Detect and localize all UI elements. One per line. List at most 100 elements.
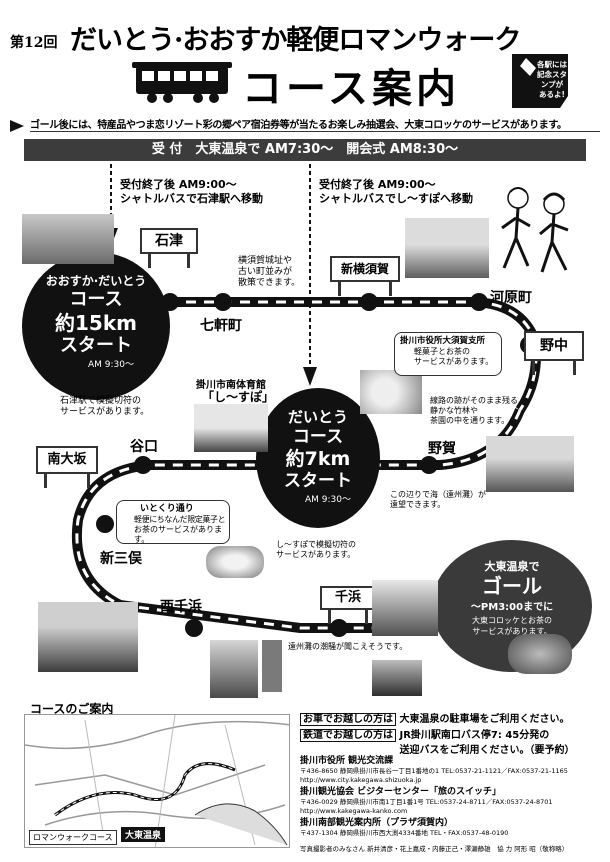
start-circle-7km: だいとう コース 約7km スタート AM 9:30～ (256, 388, 380, 528)
shuttle-left-line: 受付終了後 AM9:00～ (120, 178, 237, 191)
note-line: サービスがあります。 (60, 407, 150, 417)
note-line: この辺りで海（遠州灘）が (390, 490, 486, 499)
goal-title: ゴール (482, 574, 542, 598)
station-sign-ishizu: 石津 (140, 228, 198, 268)
page-subtitle: コース案内 (242, 66, 460, 112)
course-map: ロマンウォークコース 大東温泉 (24, 714, 290, 848)
note-line: 石津駅で模擬切符の (60, 396, 142, 406)
photo-dunes (372, 580, 438, 636)
note-line: 線路の跡がそのまま残る (430, 396, 518, 405)
station-name: 野中 (540, 338, 568, 354)
photo-itokuri-sweet (206, 546, 264, 578)
photo-walkers (210, 640, 258, 698)
notice-divider (30, 131, 600, 132)
shuttle-right-text: 受付終了後 AM9:00～ シャトルバスでし～すぽへ移動 (319, 178, 473, 206)
station-name: 石津 (155, 233, 183, 249)
photo-osuka-snack (360, 370, 422, 414)
note-line: 軽菓子とお茶の (414, 347, 470, 356)
access-train-label: 鉄道でお越しの方は (300, 729, 396, 742)
shuttle-left-text: 受付終了後 AM9:00～ シャトルバスで石津駅へ移動 (120, 178, 263, 206)
station-dot-shinmitsumata (96, 515, 114, 533)
course-start: スタート (284, 471, 352, 491)
station-dot-shinyokosuka (360, 293, 378, 311)
note-line: サービスがあります。 (276, 550, 356, 559)
photo-railway-trace (486, 436, 574, 492)
access-car-text: 大東温泉の駐車場をご利用ください。 (399, 714, 570, 725)
course-distance: 約7km (285, 448, 351, 470)
map-goal-text: 大東温泉 (125, 831, 162, 841)
photo-nishisenbama (38, 602, 138, 672)
shisupo-name: 「し～すぽ」 (202, 390, 275, 404)
course-name: だいとう (287, 408, 348, 426)
contact-item: 掛川観光協会 ビジターセンター「旅のスイッチ」 〒436-0029 静岡県掛川市… (300, 787, 600, 816)
contact-name: 掛川市役所 観光交流課 (300, 756, 394, 766)
course-label: コース (292, 427, 344, 447)
stamp-text-line: 記念スタンプが (537, 70, 567, 89)
note-line: 横須賀城址や (238, 256, 293, 266)
shuttle-arrow-right (303, 164, 317, 389)
stamp-text-line: 各駅には (537, 60, 567, 69)
station-sign-nonaka: 野中 (524, 331, 584, 375)
station-dot-nishisenbama (185, 619, 203, 637)
map-legend: ロマンウォークコース (29, 830, 117, 845)
station-sign-shinyokosuka: 新横須賀 (330, 256, 400, 296)
station-label-noga: 野賀 (428, 441, 456, 457)
shuttle-left-line: シャトルバスで石津駅へ移動 (120, 192, 263, 205)
course-label: コース (69, 289, 123, 310)
contact-url[interactable]: http://www.city.kakegawa.shizuoka.jp (300, 776, 422, 784)
station-dot-kawaramachi (470, 293, 488, 311)
note-shisupo: し～すぽで模擬切符の サービスがあります。 (276, 540, 356, 560)
contact-item: 掛川南部観光案内所（プラザ須賀内） 〒437-1304 静岡県掛川市西大渕433… (300, 818, 600, 838)
map-title: コースのご案内 (30, 702, 114, 716)
station-name: 千浜 (334, 590, 361, 605)
note-line: サービスがあります。 (414, 357, 494, 366)
station-dot-yaguchi (134, 456, 152, 474)
contact-address: 〒436-0029 静岡県掛川市南1丁目1番1号 TEL:0537-24-871… (300, 798, 553, 806)
course-time: AM 9:30～ (305, 495, 351, 505)
photo-goal-onsen (372, 660, 422, 696)
note-yokosuka: 横須賀城址や 古い町並みが 散策できます。 (238, 256, 300, 289)
contact-name: 掛川南部観光案内所（プラザ須賀内） (300, 818, 454, 828)
station-label-nanaikencho: 七軒町 (200, 318, 242, 334)
note-line: 茶園の中を通ります。 (430, 416, 510, 425)
map-legend-text: ロマンウォークコース (33, 833, 113, 842)
contact-list: 掛川市役所 観光交流課 〒436-8650 静岡県掛川市長谷一丁目1番地の1 T… (300, 756, 600, 838)
note-line: 静かな竹林や (430, 406, 478, 415)
stamp-text-line: あるよ! (539, 90, 565, 99)
contact-address: 〒437-1304 静岡県掛川市西大渕4334番地 TEL・FAX:0537-4… (300, 829, 509, 837)
map-goal-label: 大東温泉 (121, 827, 166, 842)
photo-senbama (262, 640, 282, 692)
note-line: 遠望できます。 (390, 500, 446, 509)
station-label-nishisenbama: 西千浜 (160, 599, 202, 615)
contact-name: 掛川観光協会 ビジターセンター「旅のスイッチ」 (300, 787, 501, 797)
contact-url[interactable]: http://www.kakegawa-kanko.com (300, 807, 408, 815)
photo-ishizu-station (22, 214, 114, 264)
shisupo-label: 掛川市南体育館 (196, 380, 266, 391)
start-circle-15km: おおすか·だいとう コース 約15km スタート AM 9:30～ (22, 252, 170, 400)
note-railway-trace: 線路の跡がそのまま残る 静かな竹林や 茶園の中を通ります。 (430, 396, 518, 426)
shuttle-right-line: シャトルバスでし～すぽへ移動 (319, 192, 473, 205)
access-train-text: JR掛川駅南口バス停7: 45分発の (399, 730, 550, 741)
itokuri-title: いとくり通り (140, 504, 194, 514)
goal-place: 大東温泉で (484, 560, 540, 573)
note-line: 古い町並みが (238, 267, 293, 277)
station-sign-senbama: 千浜 (320, 586, 376, 624)
course-start: スタート (60, 335, 132, 356)
goal-note: 大東コロッケとお茶の (472, 616, 552, 625)
access-car-label: お車でお越しの方は (300, 713, 396, 726)
contact-address: 〒436-8650 静岡県掛川市長谷一丁目1番地の1 TEL:0537-21-1… (300, 767, 568, 775)
station-dot-senbama (330, 619, 348, 637)
access-car: お車でお越しの方は 大東温泉の駐車場をご利用ください。 (300, 710, 570, 726)
itokuri-box: いとくり通り 軽便にちなんだ限定菓子と お茶のサービスがあります。 (116, 500, 230, 544)
photo-shinyokosuka (405, 218, 489, 278)
osuka-branch-title: 掛川市役所大須賀支所 (400, 336, 486, 346)
course-name: おおすか·だいとう (45, 274, 147, 288)
train-icon (128, 60, 234, 104)
access-train-text: 送迎バスをご利用ください。（要予約） (399, 745, 575, 756)
note-ishizu: 石津駅で模擬切符の サービスがあります。 (60, 396, 149, 418)
photo-croquette (508, 634, 572, 674)
walkers-illustration (494, 182, 580, 282)
access-train: 鉄道でお越しの方は JR掛川駅南口バス停7: 45分発の 送迎バスをご利用くださ… (300, 726, 574, 756)
station-sign-nandaisaka: 南大坂 (36, 446, 98, 488)
note-dunes: 遠州灘の潮騒が聞こえそうです。 (288, 642, 408, 651)
